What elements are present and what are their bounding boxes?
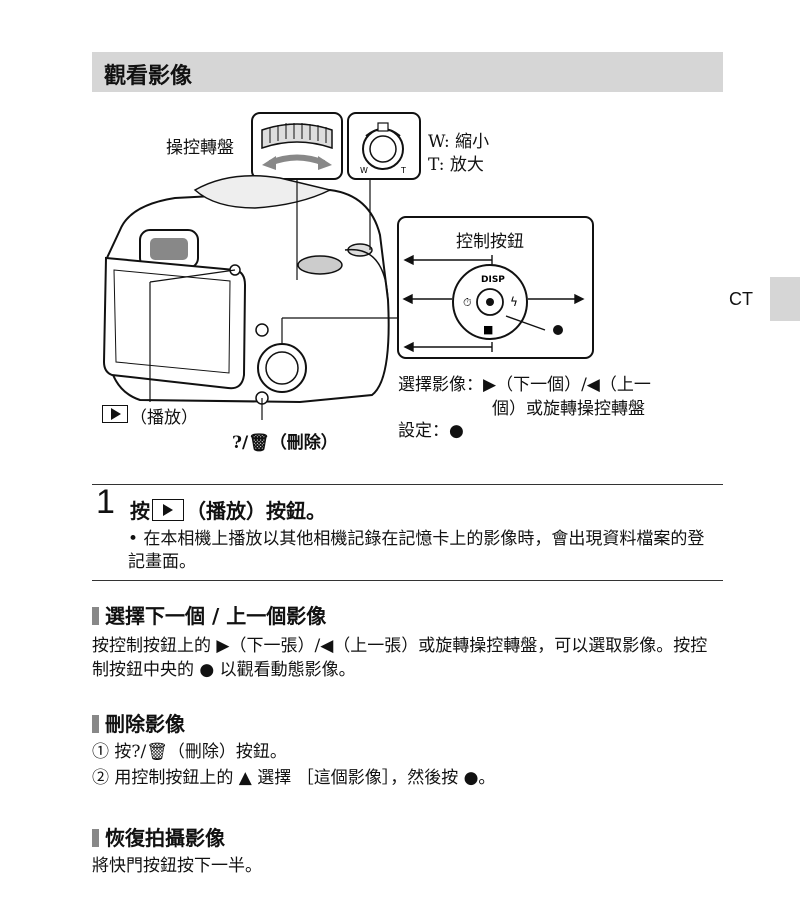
section-bar	[92, 829, 99, 847]
delete-step-1: ① 按?/🗑（刪除）按鈕。	[92, 742, 287, 762]
delete-label: ?/🗑（刪除）	[232, 433, 338, 453]
section-heading-resume-text: 恢復拍攝影像	[105, 826, 225, 850]
playback-button-icon-inline	[152, 499, 184, 521]
section-heading-select: 選擇下一個 / 上一個影像	[92, 600, 326, 629]
section-heading-resume: 恢復拍攝影像	[92, 822, 225, 851]
step-bullet: • 在本相機上播放以其他相機記錄在記憶卡上的影像時，會出現資料檔案的登記畫面。	[128, 529, 705, 572]
flash-icon: ϟ	[510, 295, 518, 309]
side-tab	[770, 277, 800, 321]
zoom-t-letter: T	[400, 166, 406, 175]
zoom-w-letter: W	[360, 166, 368, 175]
zoom-t-label: T: 放大	[428, 155, 484, 175]
select-instruction-line1: 選擇影像：▶（下一個）/◀（上一	[398, 375, 651, 395]
step-text-suffix: （播放）按鈕。	[186, 499, 326, 523]
delete-step-2: ② 用控制按鈕上的 ▲ 選擇 ［這個影像］，然後按 ●。	[92, 768, 496, 788]
section-heading-delete: 刪除影像	[92, 708, 185, 737]
disp-label: DISP	[481, 275, 505, 285]
section-heading-select-text: 選擇下一個 / 上一個影像	[105, 604, 327, 628]
divider-bottom	[92, 580, 723, 581]
step-text: 按 （播放）按鈕。	[130, 495, 326, 524]
zoom-w-label: W: 縮小	[428, 132, 490, 152]
title-bar: 觀看影像	[92, 52, 723, 92]
set-label: 設定：●	[398, 421, 464, 441]
camera-diagram: W T DISP ⏱ ϟ ■	[102, 112, 594, 420]
scene-icon: ■	[483, 323, 493, 336]
control-button-title: 控制按鈕	[456, 232, 524, 252]
page-title: 觀看影像	[104, 64, 193, 89]
section-bar	[92, 715, 99, 733]
section-bar	[92, 607, 99, 625]
side-tab-label: CT	[729, 289, 753, 309]
section-body-select: 按控制按鈕上的 ▶（下一張）/◀（上一張）或旋轉操控轉盤，可以選取影像。按控制按…	[92, 636, 708, 680]
lcd-screen	[102, 256, 247, 390]
select-instruction-line2: 個）或旋轉操控轉盤	[492, 399, 645, 419]
step-number: 1	[96, 483, 115, 521]
playback-label: （播放）	[130, 408, 198, 428]
step-text-prefix: 按	[130, 499, 150, 523]
playback-button-icon	[102, 405, 128, 423]
dial-label: 操控轉盤	[166, 138, 234, 158]
divider-top	[92, 484, 723, 485]
self-timer-icon: ⏱	[463, 296, 472, 309]
section-heading-delete-text: 刪除影像	[105, 712, 185, 736]
section-body-resume: 將快門按鈕按下一半。	[92, 856, 262, 876]
